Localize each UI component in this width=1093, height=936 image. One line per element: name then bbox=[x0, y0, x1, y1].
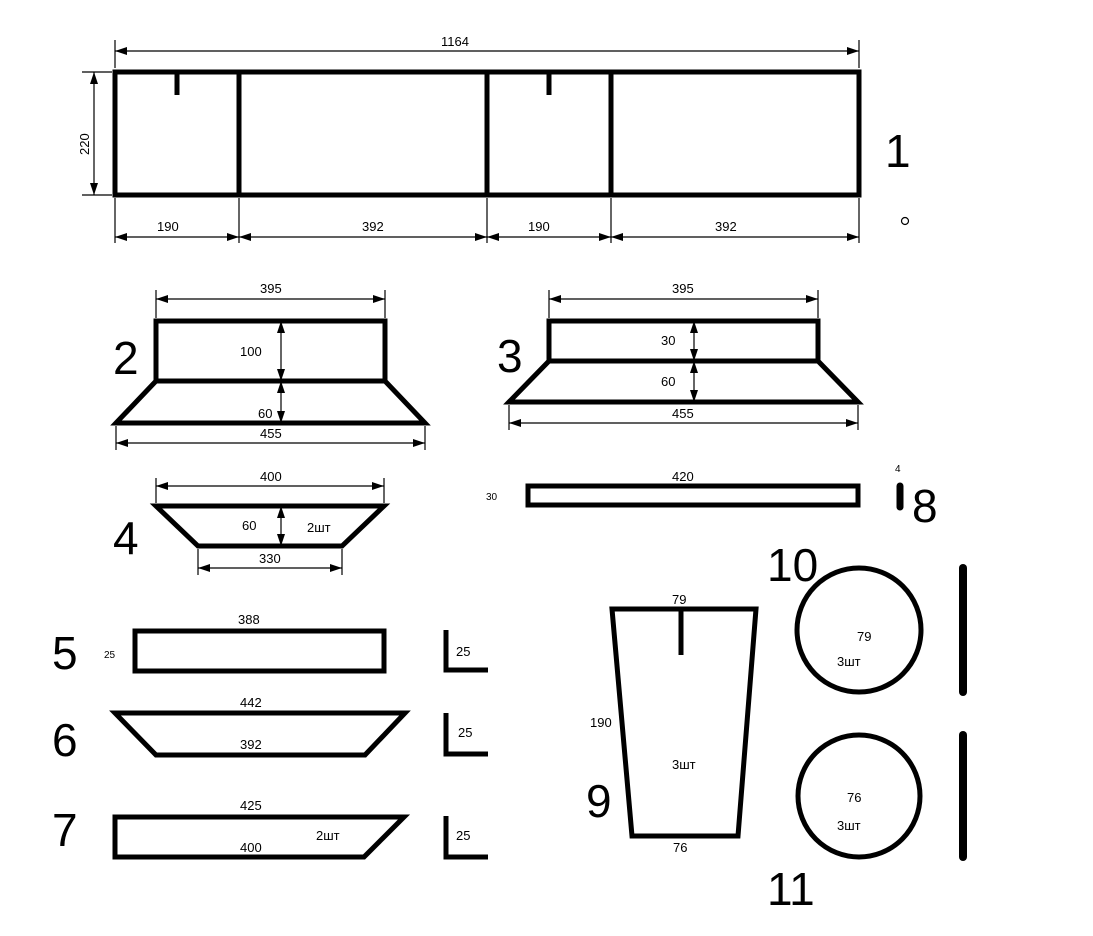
strip-height-label: 30 bbox=[486, 492, 498, 503]
part-3: 395 30 60 455 3 bbox=[497, 281, 864, 430]
part-9-board bbox=[609, 606, 759, 839]
part-8-size-label: 4 bbox=[895, 464, 901, 475]
part-10-disc bbox=[794, 565, 924, 695]
part-3-bottom-label: 455 bbox=[672, 406, 694, 421]
part-2-upper-height-label: 100 bbox=[240, 344, 262, 359]
part-5-length-label: 388 bbox=[238, 612, 260, 627]
part-9: 79 76 190 3шт 9 bbox=[586, 592, 759, 855]
part-1-seg-label-1: 190 bbox=[157, 219, 179, 234]
part-7-qty-label: 2шт bbox=[316, 828, 340, 843]
part-5-board bbox=[132, 628, 387, 674]
part-1-mark bbox=[900, 216, 910, 226]
part-5-height-label: 25 bbox=[104, 650, 116, 661]
part-9-bottom-label: 76 bbox=[673, 840, 687, 855]
part-3-lower-board bbox=[503, 358, 864, 405]
part-2-upper-board bbox=[153, 318, 388, 384]
part-7-profile-label: 25 bbox=[456, 828, 470, 843]
part-3-number: 3 bbox=[497, 330, 523, 382]
part-5: 388 25 25 5 bbox=[52, 612, 488, 679]
part-6-bottom-label: 392 bbox=[240, 737, 262, 752]
part-6-board bbox=[109, 710, 411, 758]
part-3-top-label: 395 bbox=[672, 281, 694, 296]
part-1-height-label: 220 bbox=[77, 133, 92, 155]
strip-length-label: 420 bbox=[672, 469, 694, 484]
part-9-top-label: 79 bbox=[672, 592, 686, 607]
part-10-qty-label: 3шт bbox=[837, 654, 861, 669]
part-11-diameter-label: 76 bbox=[847, 790, 861, 805]
part-4-number: 4 bbox=[113, 512, 139, 564]
part-8-number: 8 bbox=[912, 480, 938, 532]
part-7-number: 7 bbox=[52, 804, 78, 856]
part-4-board bbox=[149, 503, 391, 549]
part-11-qty-label: 3шт bbox=[837, 818, 861, 833]
part-4-qty-label: 2шт bbox=[307, 520, 331, 535]
part-7-board bbox=[112, 814, 411, 860]
part-6-profile-label: 25 bbox=[458, 725, 472, 740]
part-7: 425 400 2шт 25 7 bbox=[52, 798, 488, 860]
part-4-bottom-label: 330 bbox=[259, 551, 281, 566]
part-2-lower-board bbox=[110, 378, 431, 426]
part-2-lower-height-label: 60 bbox=[258, 406, 272, 421]
part-9-height-label: 190 bbox=[590, 715, 612, 730]
part-1-seg-label-4: 392 bbox=[715, 219, 737, 234]
part-2-bottom-label: 455 bbox=[260, 426, 282, 441]
part-10-diameter-label: 79 bbox=[857, 629, 871, 644]
part-6-profile-angle bbox=[443, 713, 488, 757]
part-9-qty-label: 3шт bbox=[672, 757, 696, 772]
part-6-number: 6 bbox=[52, 714, 78, 766]
part-10: 79 3шт 10 bbox=[767, 539, 967, 696]
part-1: 1164 220 190 392 190 392 1 bbox=[77, 34, 911, 243]
part-7-bottom-label: 400 bbox=[240, 840, 262, 855]
part-7-profile-angle bbox=[443, 816, 488, 860]
part-2: 395 100 60 455 2 bbox=[110, 281, 431, 450]
part-7-top-label: 425 bbox=[240, 798, 262, 813]
part-6: 442 392 25 6 bbox=[52, 695, 488, 766]
part-3-lower-height-label: 60 bbox=[661, 374, 675, 389]
part-10-number: 10 bbox=[767, 539, 818, 591]
part-11: 76 3шт 11 bbox=[767, 731, 967, 915]
part-3-upper-board bbox=[546, 318, 821, 364]
part-5-profile-angle bbox=[443, 630, 488, 673]
part-4-top-label: 400 bbox=[260, 469, 282, 484]
part-1-length-label: 1164 bbox=[441, 34, 469, 49]
part-4-height-label: 60 bbox=[242, 518, 256, 533]
part-5-profile-label: 25 bbox=[456, 644, 470, 659]
part-1-seg-label-2: 392 bbox=[362, 219, 384, 234]
part-11-disc bbox=[795, 732, 923, 860]
strip-board bbox=[525, 483, 861, 508]
part-1-seg-label-3: 190 bbox=[528, 219, 550, 234]
part-1-number: 1 bbox=[885, 125, 911, 177]
part-4: 400 60 2шт 330 4 bbox=[113, 469, 391, 575]
part-9-number: 9 bbox=[586, 775, 612, 827]
part-2-number: 2 bbox=[113, 332, 139, 384]
part-3-upper-height-label: 30 bbox=[661, 333, 675, 348]
part-11-number: 11 bbox=[767, 863, 815, 915]
part-6-top-label: 442 bbox=[240, 695, 262, 710]
part-5-number: 5 bbox=[52, 627, 78, 679]
part-2-top-label: 395 bbox=[260, 281, 282, 296]
part-8: 420 30 4 8 bbox=[486, 464, 938, 532]
